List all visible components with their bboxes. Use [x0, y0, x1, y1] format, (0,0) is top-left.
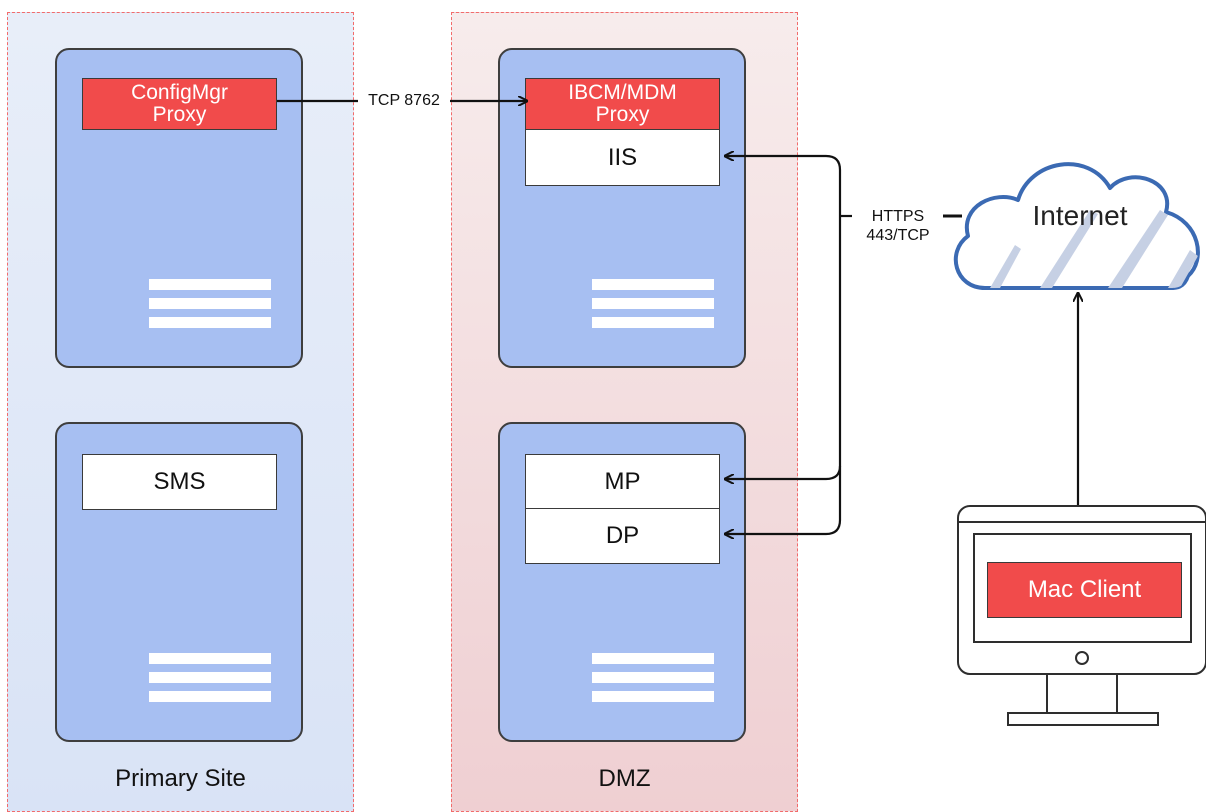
- vent-line: [592, 317, 714, 328]
- vent-line: [592, 691, 714, 702]
- primary-site-label: Primary Site: [115, 765, 246, 792]
- tcp-port-label: TCP 8762: [358, 91, 450, 110]
- ibcm-mdm-proxy-server: IBCM/MDM Proxy IIS: [498, 48, 746, 368]
- https-mp-arrow: [725, 465, 842, 479]
- vent-line: [592, 653, 714, 664]
- mp-component: MP: [525, 454, 720, 510]
- vent-line: [149, 317, 271, 328]
- sms-component: SMS: [82, 454, 277, 510]
- vent-line: [592, 298, 714, 309]
- internet-label: Internet: [1032, 200, 1128, 231]
- server-vents: [149, 279, 271, 336]
- dmz-label: DMZ: [598, 765, 651, 792]
- configmgr-proxy-server: ConfigMgr Proxy: [55, 48, 303, 368]
- sms-server: SMS: [55, 422, 303, 742]
- internet-cloud-icon: [953, 162, 1200, 290]
- https-port-label: HTTPS 443/TCP: [866, 208, 930, 244]
- server-vents: [592, 279, 714, 336]
- mp-dp-server: MP DP: [498, 422, 746, 742]
- server-vents: [149, 653, 271, 710]
- iis-component: IIS: [525, 129, 720, 186]
- vent-line: [149, 691, 271, 702]
- vent-line: [592, 279, 714, 290]
- mac-client-component: Mac Client: [987, 562, 1182, 618]
- vent-line: [149, 298, 271, 309]
- https-bracket: [725, 156, 842, 534]
- ibcm-mdm-proxy-component: IBCM/MDM Proxy: [525, 78, 720, 130]
- vent-line: [149, 672, 271, 683]
- configmgr-proxy-component: ConfigMgr Proxy: [82, 78, 277, 130]
- dp-component: DP: [525, 508, 720, 564]
- vent-line: [592, 672, 714, 683]
- vent-line: [149, 279, 271, 290]
- vent-line: [149, 653, 271, 664]
- server-vents: [592, 653, 714, 710]
